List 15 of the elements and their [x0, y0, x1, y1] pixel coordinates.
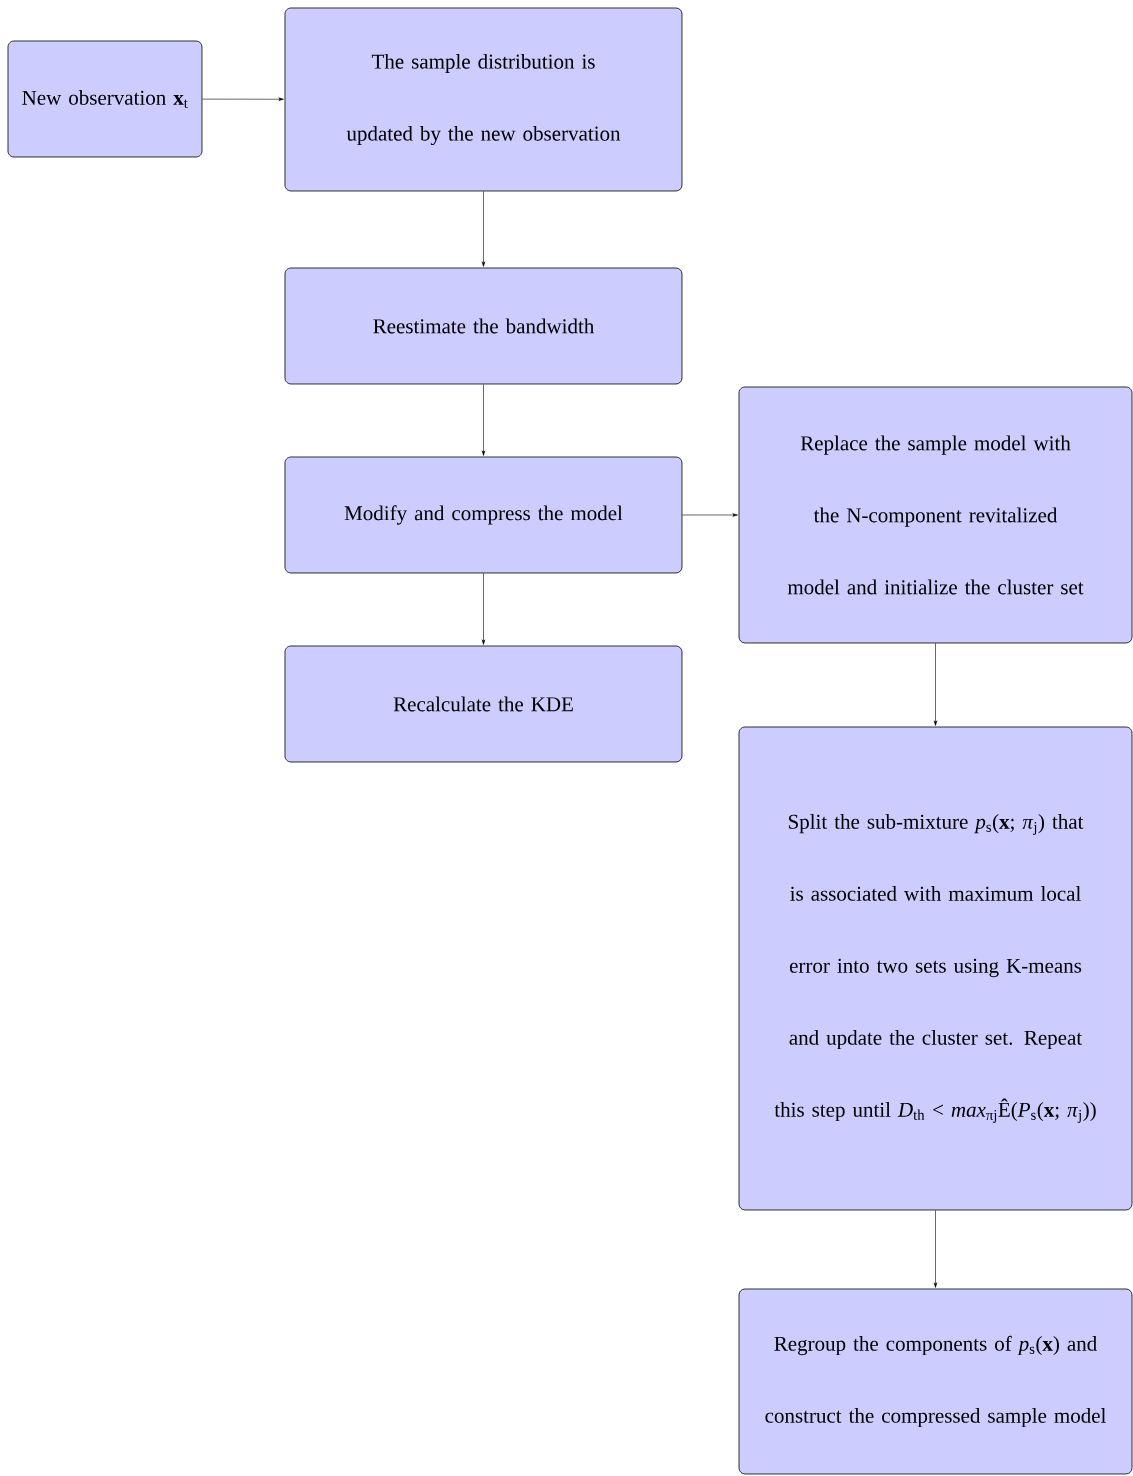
- process-box: Recalculate the KDE: [284, 645, 683, 763]
- process-box: New observation x$_{t}$: [7, 40, 203, 158]
- arrow: [481, 191, 486, 267]
- arrow: [933, 643, 938, 726]
- arrow: [481, 573, 486, 645]
- process-box: Split the sub-mixture p$_{s}$(x; π$_{j}$) that is associated with maximum local error into two sets using K-means and update the cluster set. Repeat this step until D$_{th}$ < max$_{πj}$Ê(P$_{s}$(x; π$_{j}$)): [738, 726, 1133, 1211]
- process-box: Replace the sample model with the N-component revitalized model and initialize the cluster set: [738, 386, 1133, 644]
- arrow: [202, 97, 284, 101]
- process-box: Modify and compress the model: [284, 456, 683, 574]
- arrow: [933, 1210, 938, 1288]
- process-box: Regroup the components of p$_{s}$(x) and construct the compressed sample model: [738, 1288, 1133, 1475]
- arrow: [682, 513, 738, 517]
- process-box: Reestimate the bandwidth: [284, 267, 683, 385]
- arrow: [481, 384, 486, 456]
- process-box: The sample distribution is updated by the new observation: [284, 7, 683, 192]
